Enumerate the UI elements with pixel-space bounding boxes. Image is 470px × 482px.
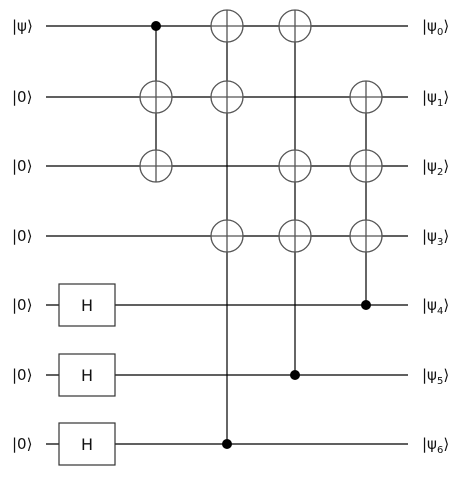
- input-labels: |ψ⟩ |0⟩ |0⟩ |0⟩ |0⟩ |0⟩ |0⟩: [12, 17, 33, 453]
- gates: H H H: [58, 9, 383, 466]
- control-lines: [155, 10, 367, 444]
- output-label-0: |ψ0⟩: [422, 17, 449, 38]
- control-dot-2-q5: [290, 370, 300, 380]
- input-label-3: |0⟩: [12, 227, 32, 245]
- control-dot-3-q4: [361, 300, 371, 310]
- input-label-1: |0⟩: [12, 88, 32, 106]
- hadamard-gate-label-6: H: [81, 435, 93, 454]
- hadamard-gate-label-5: H: [81, 366, 93, 385]
- input-label-0: |ψ⟩: [12, 17, 33, 35]
- control-dot-0-q0: [151, 21, 161, 31]
- hadamard-gate-6: [58, 422, 116, 466]
- output-label-2: |ψ2⟩: [422, 157, 449, 178]
- output-label-1: |ψ1⟩: [422, 88, 449, 109]
- input-label-2: |0⟩: [12, 157, 32, 175]
- hadamard-gate-4: [58, 283, 116, 327]
- output-labels: |ψ0⟩ |ψ1⟩ |ψ2⟩ |ψ3⟩ |ψ4⟩ |ψ5⟩ |ψ6⟩: [422, 17, 449, 456]
- output-label-6: |ψ6⟩: [422, 435, 449, 456]
- input-label-6: |0⟩: [12, 435, 32, 453]
- input-label-5: |0⟩: [12, 366, 32, 384]
- hadamard-gate-5: [58, 353, 116, 397]
- hadamard-gate-label-4: H: [81, 296, 93, 315]
- output-label-5: |ψ5⟩: [422, 366, 449, 387]
- control-dot-1-q6: [222, 439, 232, 449]
- input-label-4: |0⟩: [12, 296, 32, 314]
- output-label-4: |ψ4⟩: [422, 296, 449, 317]
- output-label-3: |ψ3⟩: [422, 227, 449, 248]
